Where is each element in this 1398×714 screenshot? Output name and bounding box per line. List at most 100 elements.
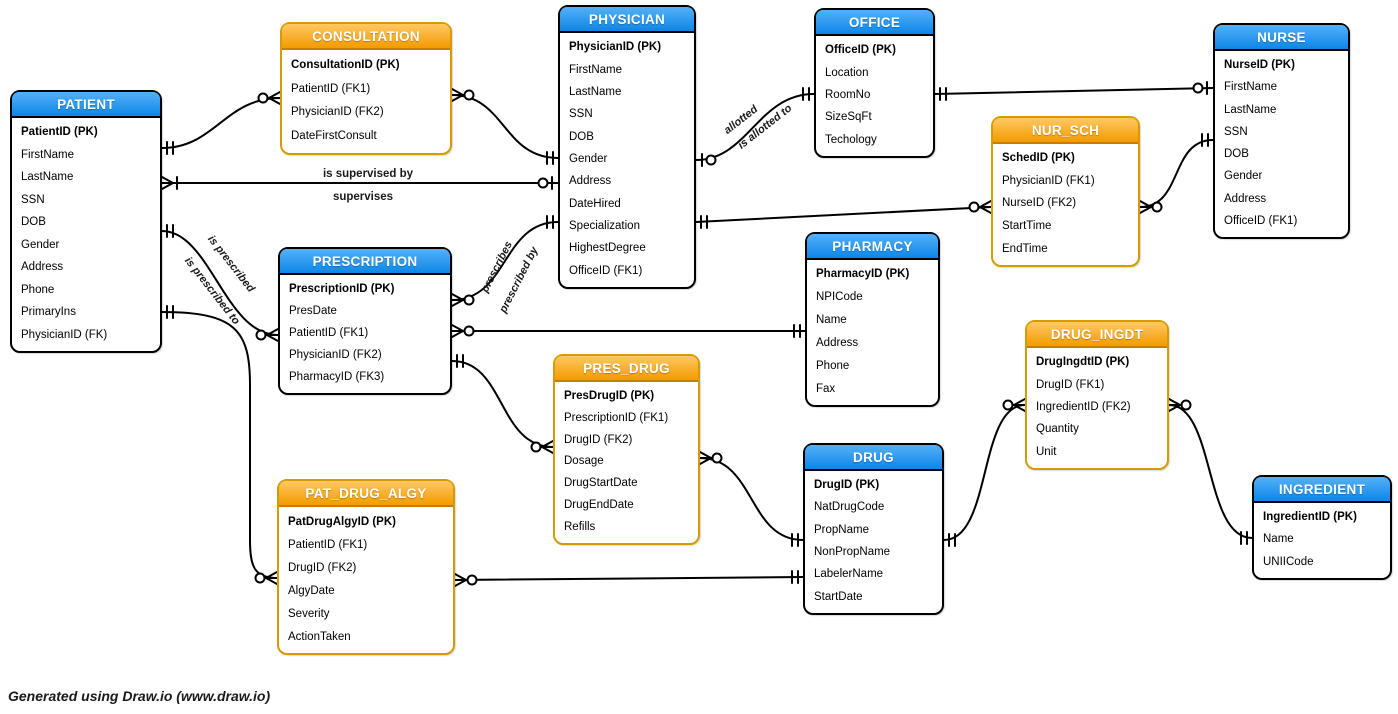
edge-label[interactable]: is supervised by <box>322 168 414 180</box>
entity-field: Techology <box>825 133 877 146</box>
entity-field: FirstName <box>1224 81 1278 94</box>
entity-field: PatientID (FK1) <box>291 82 371 95</box>
entity-field: RoomNo <box>825 88 871 101</box>
entity-field: DrugID (FK2) <box>564 433 633 446</box>
entity-title-nurse: NURSE <box>1215 25 1348 51</box>
entity-title-office: OFFICE <box>816 10 933 36</box>
entity-field: PropName <box>814 523 869 536</box>
entity-field: StartTime <box>1002 220 1052 233</box>
entity-field: IngredientID (PK) <box>1263 511 1357 524</box>
entity-field: LabelerName <box>814 568 884 581</box>
entity-title-ingredient: INGREDIENT <box>1254 477 1390 503</box>
entity-field-list: SchedID (PK)PhysicianID (FK1)NurseID (FK… <box>993 144 1138 263</box>
entity-title-consultation: CONSULTATION <box>282 24 450 50</box>
entity-field: DOB <box>21 216 46 229</box>
connector-patient-pat_drug_algy[interactable] <box>161 305 278 585</box>
entity-field: PresDate <box>289 305 337 317</box>
entity-field: SchedID (PK) <box>1002 152 1075 165</box>
entity-field: Gender <box>569 152 608 165</box>
entity-field: LastName <box>21 171 74 184</box>
entity-title-pharmacy: PHARMACY <box>807 234 938 260</box>
entity-field: NonPropName <box>814 546 891 559</box>
entity-title-drug: DRUG <box>805 445 942 471</box>
entity-field: IngredientID (FK2) <box>1036 400 1131 413</box>
connector-drug-drug_ingdt[interactable] <box>943 398 1026 547</box>
entity-title-nur_sch: NUR_SCH <box>993 118 1138 144</box>
connector-consultation-physician[interactable] <box>451 88 559 165</box>
entity-field: Refills <box>564 520 596 533</box>
connector-prescription-physician[interactable] <box>451 215 559 307</box>
entity-title-physician: PHYSICIAN <box>560 7 694 33</box>
entity-field: Quantity <box>1036 423 1079 436</box>
entity-field: ActionTaken <box>288 630 351 643</box>
entity-field: PrescriptionID (FK1) <box>564 411 669 424</box>
entity-field: EndTime <box>1002 242 1048 255</box>
connector-pres_drug-drug[interactable] <box>699 451 804 547</box>
entity-field: OfficeID (FK1) <box>569 264 643 277</box>
entity-field: Specialization <box>569 220 640 233</box>
connector-office-nurse[interactable] <box>934 81 1214 101</box>
entity-field: PharmacyID (FK3) <box>289 371 385 383</box>
entity-title-prescription: PRESCRIPTION <box>280 249 450 275</box>
entity-field: NurseID (FK2) <box>1002 197 1077 210</box>
entity-field: NatDrugCode <box>814 501 885 514</box>
entity-field: NurseID (PK) <box>1224 59 1295 72</box>
entity-field: PatientID (PK) <box>21 126 98 139</box>
entity-field: DOB <box>1224 148 1249 161</box>
entity-field: DrugID (FK2) <box>288 561 357 574</box>
connector-drug_ingdt-ingredient[interactable] <box>1168 398 1253 545</box>
entity-field: Unit <box>1036 445 1057 458</box>
connector-patient-consultation[interactable] <box>161 91 281 155</box>
entity-field: PrimaryIns <box>21 306 76 319</box>
entity-field: OfficeID (PK) <box>825 44 896 57</box>
entity-field: FirstName <box>569 63 623 76</box>
entity-field: UNIICode <box>1263 555 1314 568</box>
entity-field-list: PatDrugAlgyID (PK)PatientID (FK1)DrugID … <box>279 507 453 651</box>
connector-patient-prescription[interactable] <box>161 224 279 342</box>
entity-field: PatDrugAlgyID (PK) <box>288 515 396 528</box>
connector-nur_sch-nurse[interactable] <box>1139 133 1214 214</box>
entity-field-list: DrugIngdtID (PK)DrugID (FK1)IngredientID… <box>1027 348 1167 466</box>
entity-field: Fax <box>816 382 836 395</box>
entity-title-patient: PATIENT <box>12 92 160 118</box>
entity-field: DrugIngdtID (PK) <box>1036 356 1130 369</box>
entity-field: SSN <box>569 108 593 121</box>
entity-field: SizeSqFt <box>825 111 872 124</box>
connector-physician-office[interactable] <box>695 87 815 167</box>
connector-patient-physician-supervises[interactable] <box>161 176 559 190</box>
entity-field: DateFirstConsult <box>291 130 377 143</box>
connector-prescription-pharmacy[interactable] <box>451 324 806 338</box>
edge-label[interactable]: supervises <box>332 191 394 203</box>
entity-field: Severity <box>288 607 330 620</box>
connector-physician-nur_sch[interactable] <box>695 200 992 229</box>
entity-field: OfficeID (FK1) <box>1224 214 1298 227</box>
entity-field: Name <box>1263 533 1294 546</box>
entity-field-list: PresDrugID (PK)PrescriptionID (FK1)DrugI… <box>555 382 698 541</box>
entity-field: SSN <box>1224 125 1248 138</box>
connector-pat_drug_algy-drug[interactable] <box>454 570 804 587</box>
entity-title-pres_drug: PRES_DRUG <box>555 356 698 382</box>
entity-field: PhysicianID (FK2) <box>291 106 384 119</box>
connector-prescription-pres_drug[interactable] <box>451 354 554 454</box>
entity-field: Phone <box>816 359 850 372</box>
entity-field: PhysicianID (FK) <box>21 328 108 341</box>
